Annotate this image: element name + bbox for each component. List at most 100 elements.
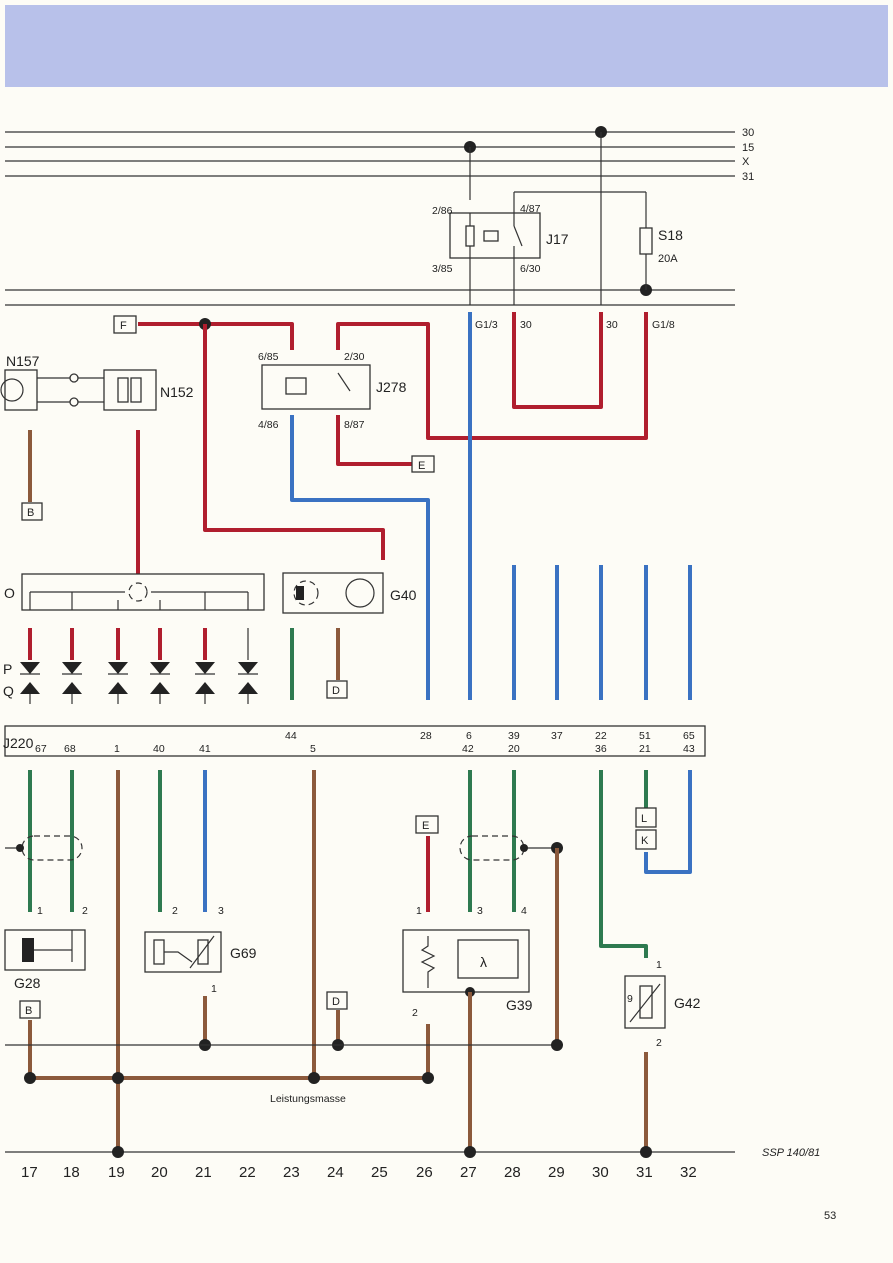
ecu-pin-22: 22 [595,730,607,742]
track-18: 18 [63,1164,80,1181]
j278-pin-6-85: 6/85 [258,351,279,363]
injector-block: O [4,573,265,611]
wire-red-f-j278 [138,322,294,350]
track-25: 25 [371,1164,388,1181]
g69-pin-3: 3 [218,905,224,917]
ref-f: F [120,320,127,332]
conn-30-b: 30 [606,319,618,331]
line-15-label: 15 [742,142,754,154]
ref-b-bottom: B [25,1005,32,1017]
ref-box-b-bottom [19,1000,41,1019]
diodes: P Q [3,661,258,704]
supply-lines: 30 15 X 31 [5,126,754,306]
sensor-g69: 2 3 1 G69 [144,905,257,995]
ecu-pin-21: 21 [639,743,651,755]
g28-pin-1: 1 [37,905,43,917]
ref-e-top: E [418,460,425,472]
ref-l: L [641,813,647,825]
track-27: 27 [460,1164,477,1181]
fuse-s18: S18 20A [639,227,683,265]
track-17: 17 [21,1164,38,1181]
ecu-pins: 44 28 6 39 37 22 51 65 42 20 36 21 43 67… [35,730,695,755]
line-x-label: X [742,156,750,168]
track-32: 32 [680,1164,697,1181]
g40-label: G40 [390,587,417,603]
ecu-pin-41: 41 [199,743,211,755]
j220-label: J220 [3,735,34,751]
n157-label: N157 [6,353,40,369]
ecu-pin-37: 37 [551,730,563,742]
letter-o: O [4,585,15,601]
g69-pin-2: 2 [172,905,178,917]
sensor-g42: 9 1 2 G42 [624,959,701,1049]
ecu-pin-28: 28 [420,730,432,742]
wire-red-f-g40 [203,324,385,560]
track-22: 22 [239,1164,256,1181]
j17-pin-6-30: 6/30 [520,263,541,275]
ecu-pin-6: 6 [466,730,472,742]
j17-pin-4-87: 4/87 [520,203,541,215]
g39-label: G39 [506,997,533,1013]
ref-box-l [635,807,657,828]
header-band [5,5,888,87]
ref-b-top: B [27,507,34,519]
g39-symbol: λ [480,954,487,970]
injector-wires [28,628,249,660]
ecu-pin-1: 1 [114,743,120,755]
n157-n152: N157 N152 [0,353,194,411]
ecu-pin-43: 43 [683,743,695,755]
doc-ref: SSP 140/81 [762,1147,820,1159]
j278-label: J278 [376,379,407,395]
ecu-pin-39: 39 [508,730,520,742]
g42-pin-2: 2 [656,1037,662,1049]
ref-e-bottom: E [422,820,429,832]
track-30: 30 [592,1164,609,1181]
ecu-pin-5: 5 [310,743,316,755]
ground-label: Leistungsmasse [270,1093,346,1105]
s18-rating: 20A [658,253,678,265]
ref-box-d-bottom [326,991,348,1010]
sensor-g40: G40 [282,572,417,614]
ecu-pin-40: 40 [153,743,165,755]
wire-red-s18-j278 [336,312,648,440]
letter-q: Q [3,683,14,699]
g28-label: G28 [14,975,41,991]
ecu-j220-bar [4,725,706,757]
relay-j17: 2/86 4/87 3/85 6/30 J17 [432,147,647,305]
track-21: 21 [195,1164,212,1181]
j17-label: J17 [546,231,569,247]
sensor-g28: 1 2 G28 [4,905,88,991]
page-number: 53 [824,1210,836,1222]
wire-blue-j278-ecu28 [290,415,430,700]
ecu-pin-65: 65 [683,730,695,742]
ecu-pin-68: 68 [64,743,76,755]
track-28: 28 [504,1164,521,1181]
ref-d-bottom: D [332,996,340,1008]
track-31: 31 [636,1164,653,1181]
g39-pin-4: 4 [521,905,527,917]
ref-box-k [635,829,657,850]
wire-green-ecu36-g42 [599,770,648,958]
n152-label: N152 [160,384,194,400]
g39-pin-3: 3 [477,905,483,917]
track-19: 19 [108,1164,125,1181]
track-24: 24 [327,1164,344,1181]
conn-30-a: 30 [520,319,532,331]
track-26: 26 [416,1164,433,1181]
j278-pin-4-86: 4/86 [258,419,279,431]
line-31-label: 31 [742,171,754,183]
g28-pin-2: 2 [82,905,88,917]
ref-box-f [113,315,137,334]
track-23: 23 [283,1164,300,1181]
ecu-pin-42: 42 [462,743,474,755]
track-29: 29 [548,1164,565,1181]
ref-box-e-top [411,455,435,473]
wire-blue-ecu43 [644,770,692,874]
s18-label: S18 [658,227,683,243]
wire-red-j17-loop [512,312,603,409]
conn-g1-8: G1/8 [652,319,675,331]
j278-pin-2-30: 2/30 [344,351,365,363]
ecu-pin-51: 51 [639,730,651,742]
g69-pin-1: 1 [211,983,217,995]
